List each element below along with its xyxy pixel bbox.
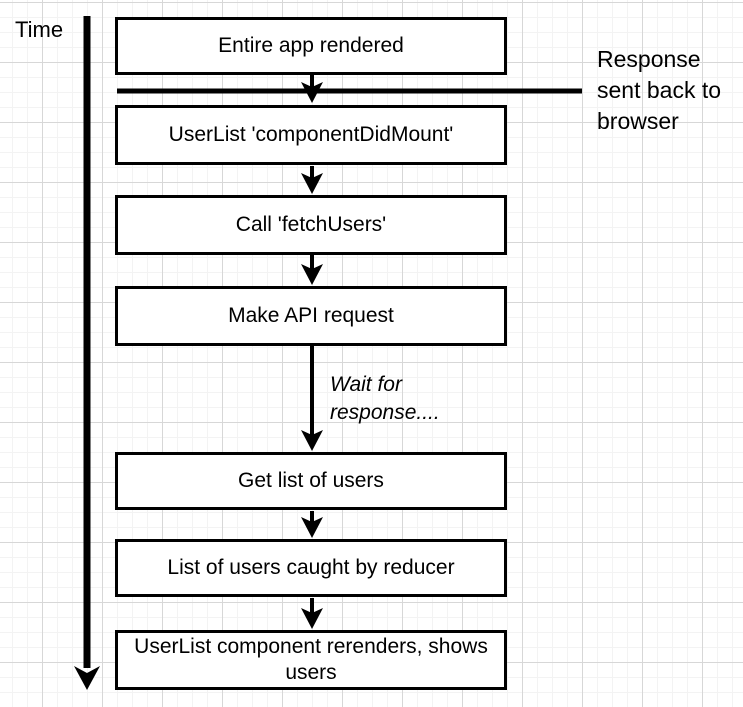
flow-box-get-list-of-users: Get list of users bbox=[115, 452, 507, 510]
flow-box-caught-by-reducer: List of users caught by reducer bbox=[115, 539, 507, 597]
flow-box-label: Get list of users bbox=[238, 468, 384, 492]
flow-box-call-fetchusers: Call 'fetchUsers' bbox=[115, 195, 507, 255]
flow-box-label: Entire app rendered bbox=[218, 33, 404, 57]
flow-box-label: List of users caught by reducer bbox=[167, 555, 455, 579]
flow-box-component-did-mount: UserList 'componentDidMount' bbox=[115, 105, 507, 165]
arrow-head-6-icon bbox=[301, 608, 323, 629]
arrow-head-4-icon bbox=[301, 430, 323, 451]
arrow-head-3-icon bbox=[301, 264, 323, 285]
time-axis-label: Time bbox=[15, 17, 64, 42]
flow-box-userlist-rerenders: UserList component rerenders, shows user… bbox=[115, 630, 507, 690]
flow-box-label: UserList 'componentDidMount' bbox=[168, 122, 454, 146]
time-axis-arrowhead-icon bbox=[74, 666, 100, 690]
flow-box-make-api-request: Make API request bbox=[115, 286, 507, 346]
flow-box-label: Make API request bbox=[228, 303, 394, 327]
arrow-head-2-icon bbox=[301, 173, 323, 194]
arrow-head-1-icon bbox=[301, 82, 323, 103]
flow-box-label: Call 'fetchUsers' bbox=[235, 212, 387, 236]
flow-box-entire-app-rendered: Entire app rendered bbox=[115, 17, 507, 75]
arrow-head-5-icon bbox=[301, 517, 323, 538]
flow-box-label: UserList component rerenders, shows user… bbox=[134, 634, 488, 684]
wait-annotation: Wait for response.... bbox=[330, 373, 440, 424]
response-annotation: Response sent back to browser bbox=[597, 46, 722, 134]
